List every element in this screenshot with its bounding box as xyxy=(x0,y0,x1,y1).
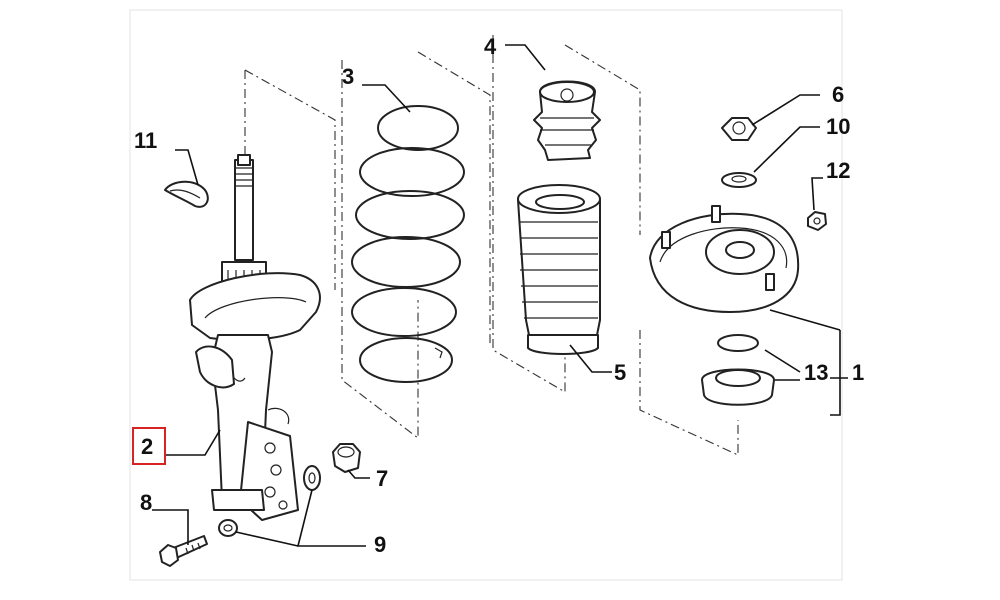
washer-top xyxy=(721,172,757,188)
bracket-nut xyxy=(332,443,361,473)
callout-13: 13 xyxy=(804,360,828,385)
callout-4: 4 xyxy=(484,34,497,59)
callout-highlight-box xyxy=(132,427,166,465)
callout-8: 8 xyxy=(140,490,152,515)
callout-7: 7 xyxy=(376,466,388,491)
spring-seat xyxy=(189,272,321,341)
callout-5: 5 xyxy=(614,360,626,385)
callout-1: 1 xyxy=(852,360,864,385)
callout-9: 9 xyxy=(374,532,386,557)
coil-spring xyxy=(351,105,465,383)
brake-hose-bracket xyxy=(195,345,235,389)
callout-10: 10 xyxy=(826,114,850,139)
dust-boot xyxy=(517,184,601,355)
callout-12: 12 xyxy=(826,158,850,183)
callout-6: 6 xyxy=(832,82,844,107)
flange-nut xyxy=(721,117,757,141)
top-mount xyxy=(649,205,800,313)
piston-rod xyxy=(234,159,254,261)
callout-labels: 11 3 4 6 10 12 1 13 5 2 7 8 9 xyxy=(134,34,864,557)
callout-3: 3 xyxy=(342,64,354,89)
strut-bearing xyxy=(701,334,775,406)
leader-lines xyxy=(152,44,848,547)
bump-stop xyxy=(533,80,601,161)
diagram-frame xyxy=(129,9,843,581)
clip-part xyxy=(164,180,209,208)
bolt xyxy=(159,535,208,567)
small-nut xyxy=(807,211,827,231)
shock-absorber-strut xyxy=(189,154,321,521)
callout-2: 2 xyxy=(141,434,153,459)
callout-11: 11 xyxy=(134,128,157,153)
